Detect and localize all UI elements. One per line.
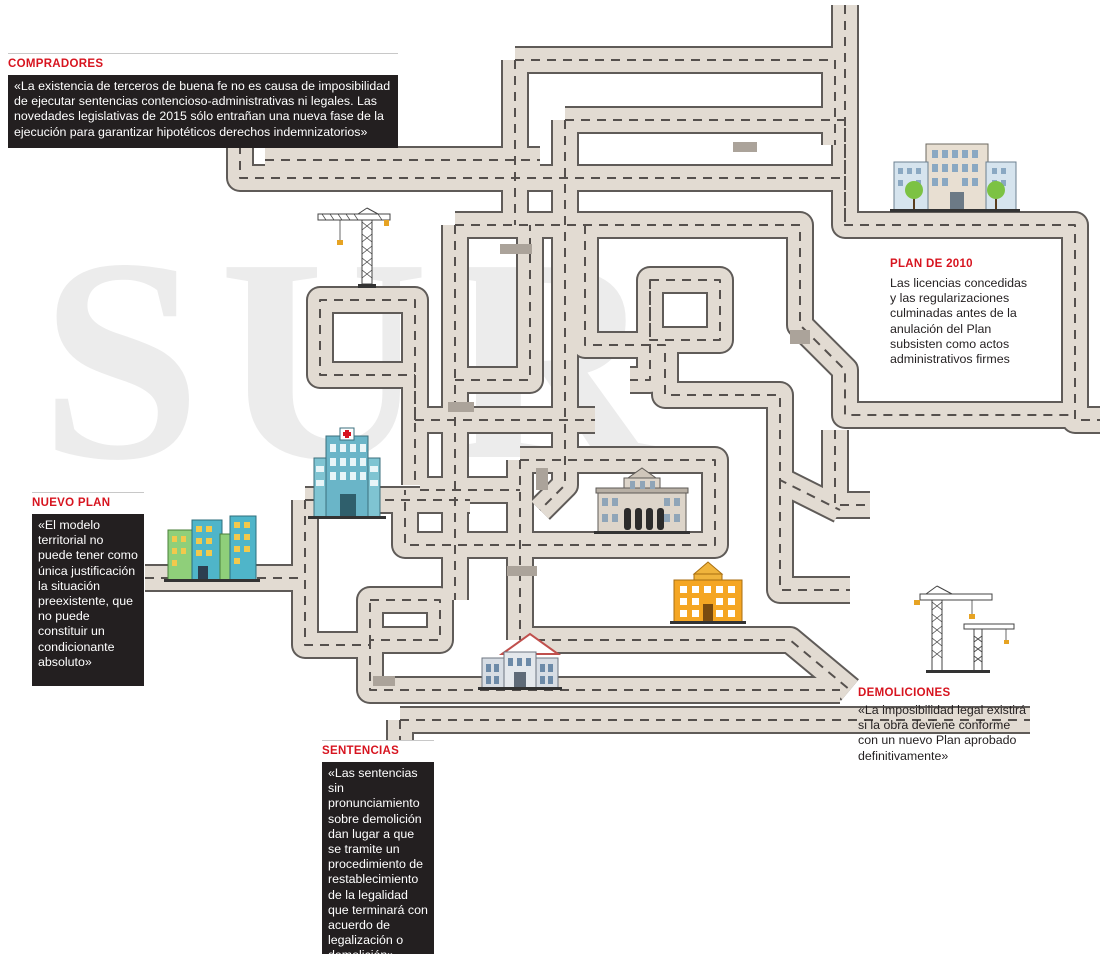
road-lane-dashes	[404, 459, 716, 546]
crane-icon	[317, 207, 391, 288]
double-crane-icon	[914, 585, 1015, 673]
road-joint	[500, 244, 532, 254]
road-lane-dashes	[565, 119, 1100, 421]
road-joint	[733, 142, 757, 152]
road-lane-dashes	[239, 145, 845, 179]
plan2010-heading: PLAN DE 2010	[890, 258, 973, 270]
nuevo-plan-heading: NUEVO PLAN	[32, 497, 111, 509]
road-lane-dashes	[520, 639, 851, 691]
plan2010-section: PLAN DE 2010 Las licencias concedidas y …	[890, 258, 1050, 367]
road-lane-dashes	[630, 280, 651, 381]
road-lane-dashes	[304, 500, 370, 646]
road-joint	[790, 330, 810, 344]
road-joints	[373, 142, 810, 686]
tree-office-icon	[890, 143, 1020, 212]
road-lane-dashes	[455, 225, 531, 381]
road-lane-dashes	[369, 599, 441, 641]
road-joint	[536, 468, 548, 490]
road-lane-dashes	[834, 430, 870, 506]
demoliciones-section: DEMOLICIONES «La imposibilidad legal exi…	[858, 687, 1033, 764]
road-lane-dashes	[539, 120, 566, 511]
road-surface	[455, 213, 1075, 427]
road-lane-dashes	[369, 640, 840, 691]
hospital-icon	[308, 427, 386, 519]
road-joint	[448, 402, 474, 412]
apartment-block-icon	[670, 561, 746, 624]
plan2010-text: Las licencias concedidas y las regulariz…	[890, 276, 1028, 367]
nuevo-plan-text: «El modelo territorial no puede tener co…	[32, 514, 144, 686]
nuevo-plan-section: NUEVO PLAN «El modelo territorial no pue…	[32, 492, 144, 686]
compradores-heading: COMPRADORES	[8, 58, 104, 70]
road-surface	[823, 430, 870, 517]
office-buildings-icon	[164, 515, 260, 582]
villa-icon	[478, 632, 562, 690]
road-lane-dashes	[649, 279, 721, 341]
compradores-text: «La existencia de terceros de buena fe n…	[8, 75, 398, 148]
road-lane-dashes	[779, 480, 850, 591]
sentencias-heading: SENTENCIAS	[322, 745, 400, 757]
road-lane-dashes	[319, 299, 416, 420]
road-lane-dashes	[515, 59, 836, 145]
city-hall-icon	[594, 467, 690, 534]
sentencias-text: «Las sentencias sin pronunciamiento sobr…	[322, 762, 434, 962]
demoliciones-heading: DEMOLICIONES	[858, 687, 951, 699]
sentencias-section: SENTENCIAS «Las sentencias sin pronuncia…	[322, 740, 434, 962]
road-edge	[306, 286, 429, 420]
road-network	[145, 5, 1100, 740]
road-surface	[630, 280, 662, 392]
compradores-section: COMPRADORES «La existencia de terceros d…	[8, 53, 398, 148]
road-surface	[358, 588, 452, 652]
road-joint	[507, 566, 537, 576]
demoliciones-text: «La imposibilidad legal existirá si la o…	[858, 703, 1027, 763]
road-surface	[308, 288, 427, 420]
road-joint	[373, 676, 395, 686]
